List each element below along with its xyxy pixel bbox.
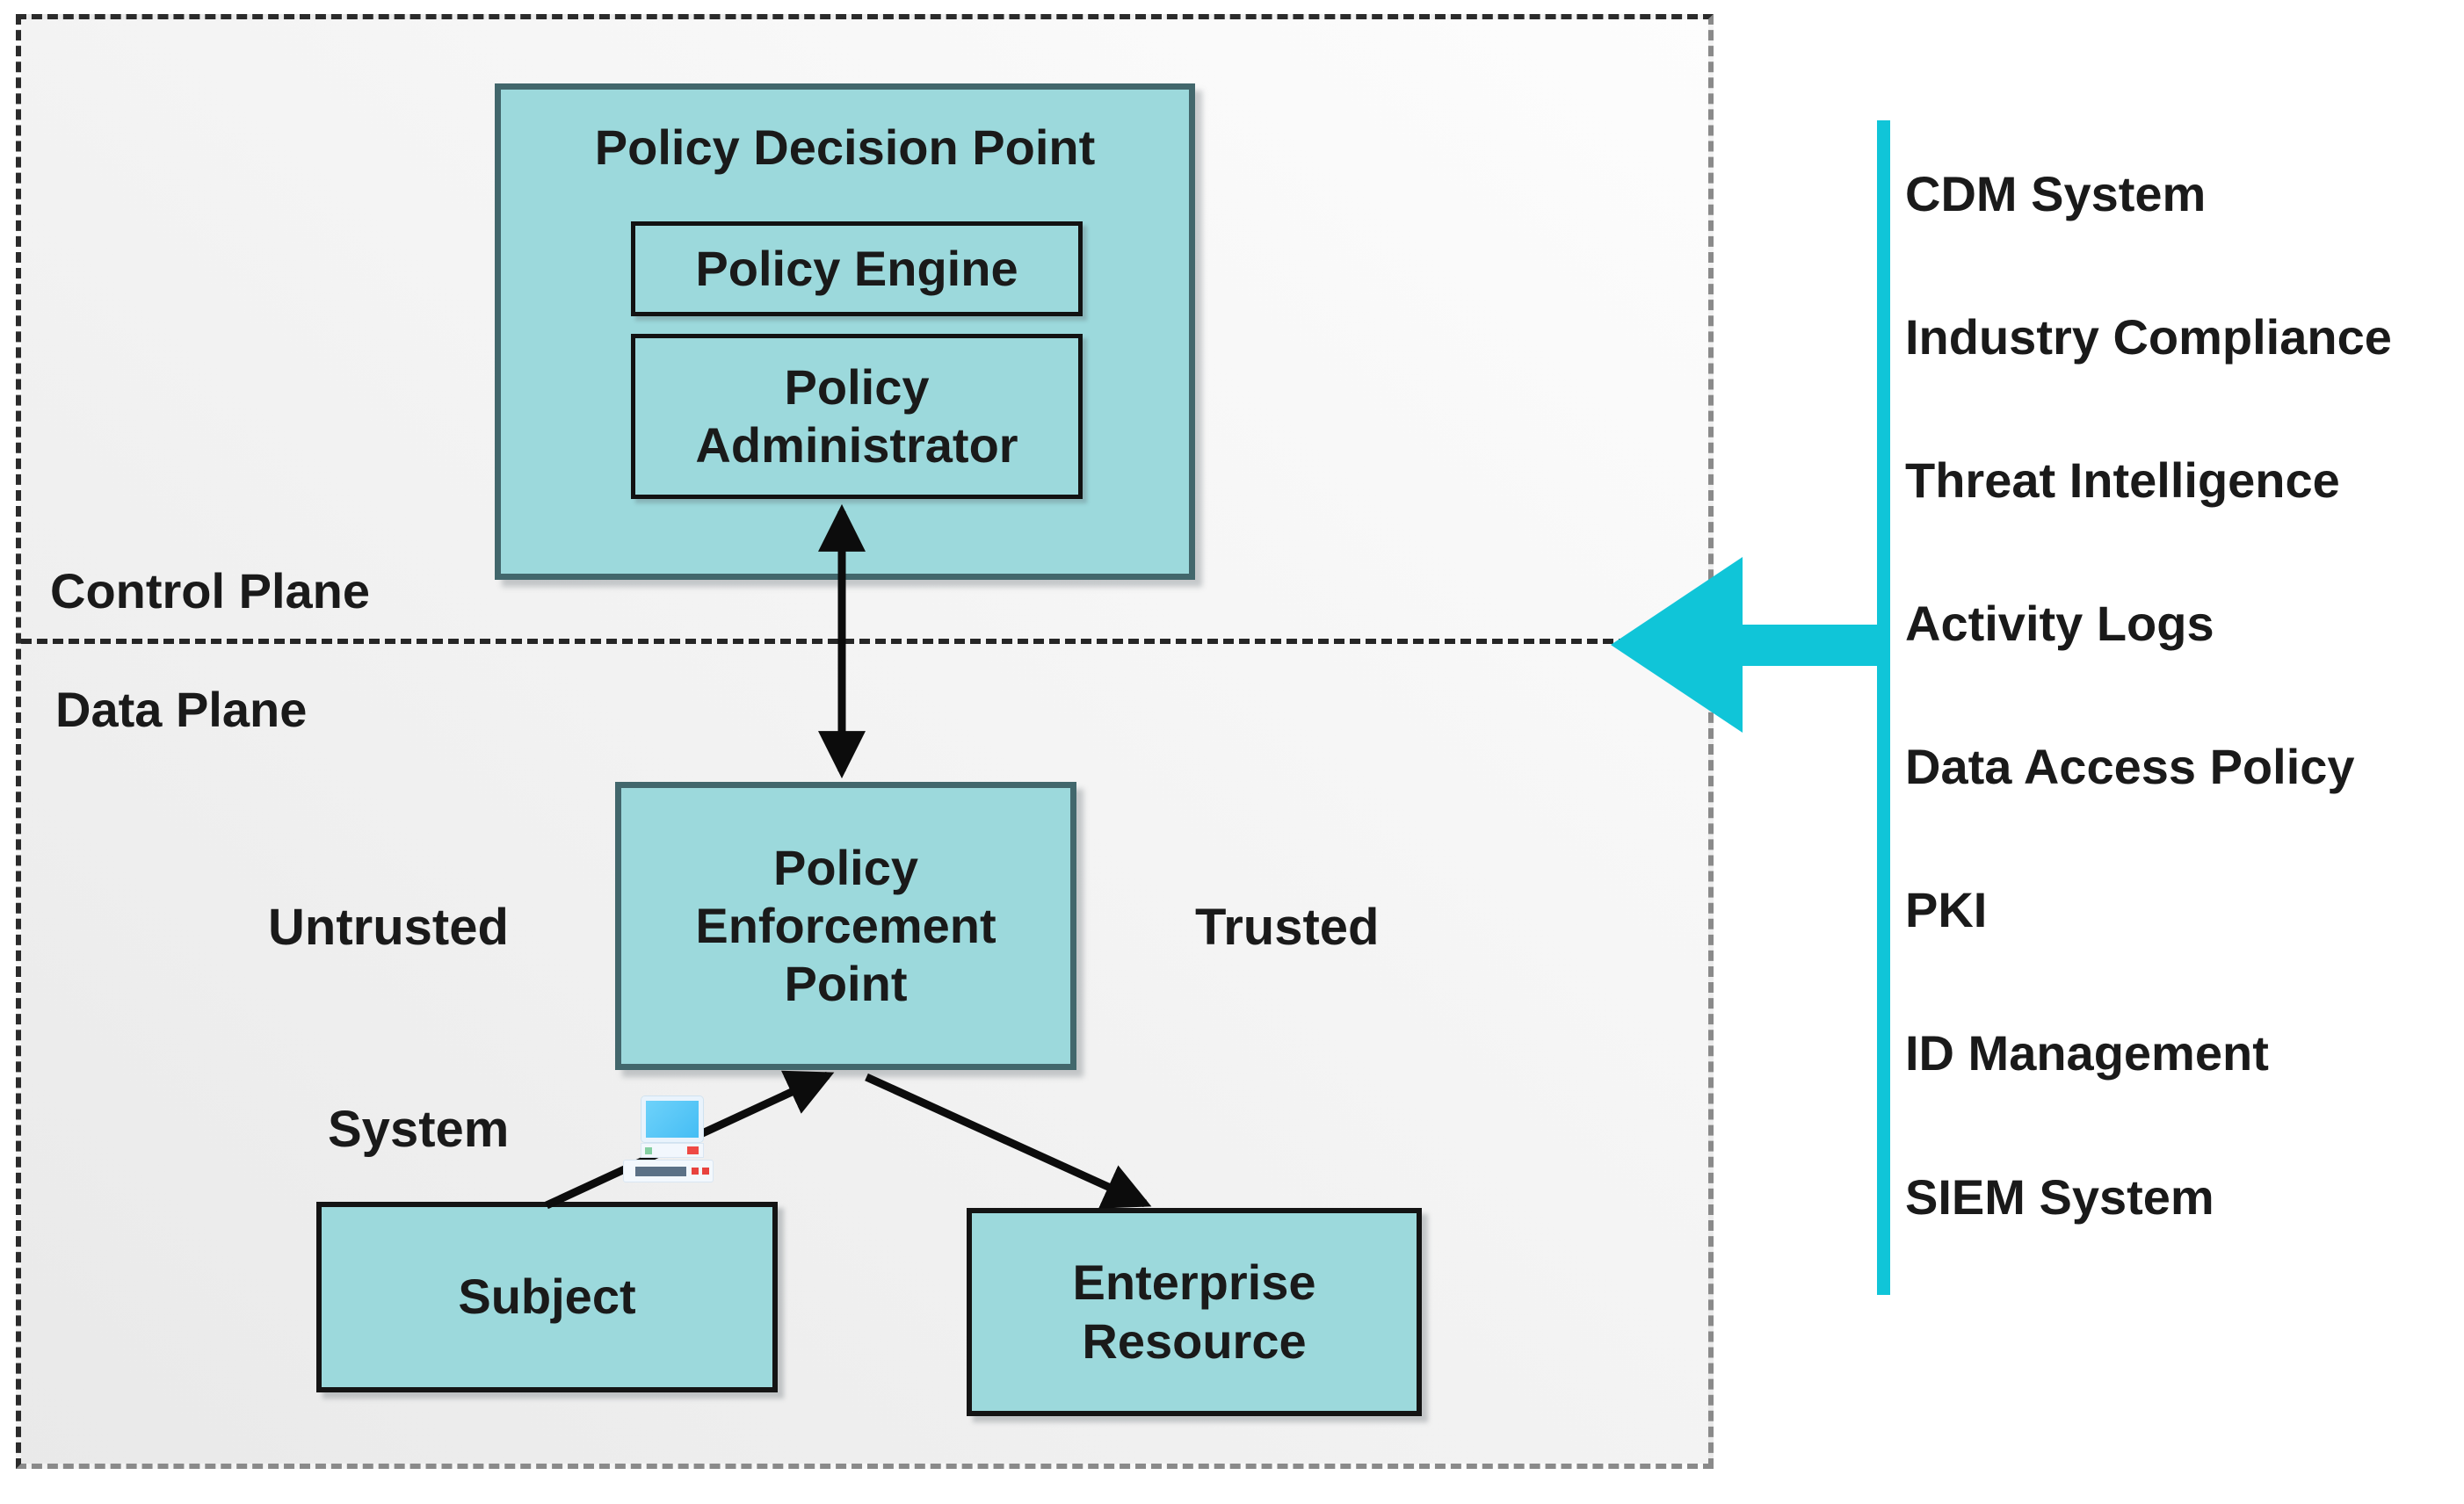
list-item-pki: PKI: [1905, 882, 1988, 938]
subject-label: Subject: [458, 1269, 636, 1325]
computer-indicator-dot: [702, 1168, 709, 1175]
enterprise-resource-node: Enterprise Resource: [967, 1208, 1422, 1416]
untrusted-zone-label: Untrusted: [268, 899, 509, 956]
computer-monitor-screen: [641, 1096, 703, 1142]
list-item-id-management: ID Management: [1905, 1025, 2269, 1081]
list-item-data-access-policy: Data Access Policy: [1905, 739, 2355, 795]
computer-red-button: [687, 1146, 699, 1154]
list-item-threat-intelligence: Threat Intelligence: [1905, 452, 2340, 509]
control-data-plane-divider: [21, 639, 1708, 644]
policy-engine-node: Policy Engine: [631, 221, 1083, 316]
list-item-activity-logs: Activity Logs: [1905, 596, 2214, 652]
computer-indicator-dot: [692, 1168, 699, 1175]
policy-administrator-node: Policy Administrator: [631, 334, 1083, 499]
data-source-list: CDM System Industry Compliance Threat In…: [1905, 165, 2392, 1226]
trusted-zone-label: Trusted: [1195, 899, 1380, 956]
system-label: System: [328, 1101, 510, 1158]
data-source-bar: [1877, 120, 1890, 1295]
computer-disk-slot: [635, 1167, 686, 1176]
enterprise-resource-label: Enterprise Resource: [1072, 1255, 1316, 1369]
policy-enforcement-point-label: Policy Enforcement Point: [695, 839, 996, 1012]
policy-administrator-label: Policy Administrator: [695, 358, 1018, 473]
policy-decision-point-label: Policy Decision Point: [594, 119, 1096, 175]
subject-node: Subject: [316, 1202, 778, 1392]
list-item-siem-system: SIEM System: [1905, 1168, 2214, 1225]
computer-system-unit: [624, 1161, 713, 1182]
policy-decision-point-node: Policy Decision Point: [495, 83, 1195, 580]
policy-enforcement-point-node: Policy Enforcement Point: [615, 782, 1076, 1070]
list-item-industry-compliance: Industry Compliance: [1905, 309, 2392, 365]
policy-engine-label: Policy Engine: [695, 240, 1018, 296]
computer-monitor-chin: [641, 1144, 703, 1157]
retro-computer-icon: [622, 1091, 715, 1182]
list-item-cdm-system: CDM System: [1905, 166, 2207, 221]
data-plane-label: Data Plane: [55, 682, 308, 737]
control-plane-label: Control Plane: [50, 563, 371, 618]
computer-green-light: [645, 1147, 652, 1154]
